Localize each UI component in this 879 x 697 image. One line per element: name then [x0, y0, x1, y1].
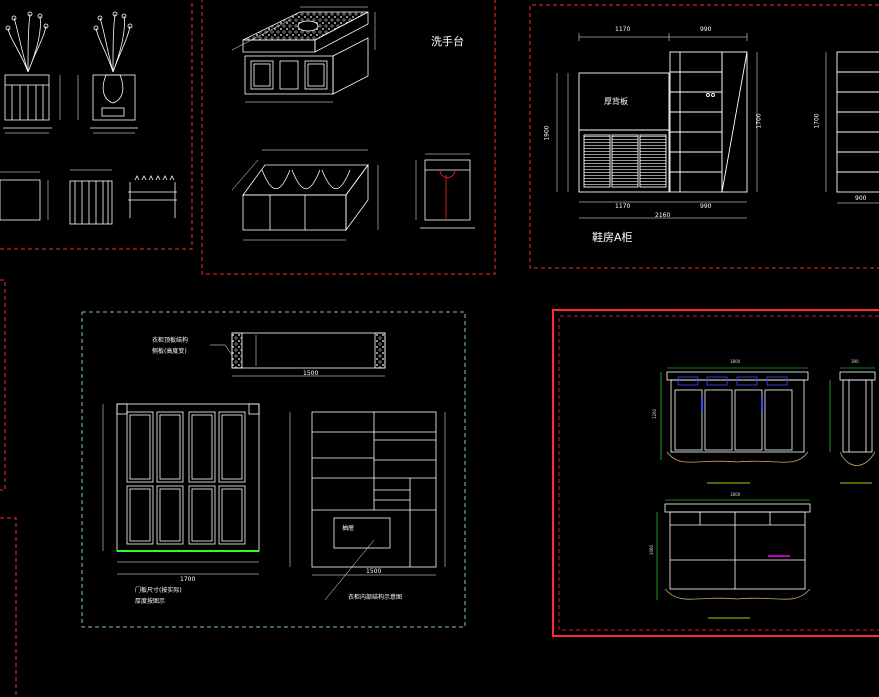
wardrobe-top-plate	[210, 332, 386, 377]
wardrobe-inner-caption: 衣柜内部结构示意图	[348, 594, 403, 601]
drawer-label: 抽屉	[342, 525, 355, 532]
dim-wardrobe-total: 1700	[180, 576, 196, 583]
dim-shoe-top-left: 1170	[615, 26, 631, 33]
wardrobe-interior	[289, 411, 446, 601]
planter-dims	[5, 75, 135, 134]
dim-shoe-right-h: 1700	[755, 113, 763, 129]
dim-shoe-bottom-left: 1170	[615, 203, 631, 210]
frame-sink	[201, 0, 496, 275]
frame-left-edge-bottom	[0, 517, 17, 697]
shoe-cabinet-title: 鞋房A柜	[592, 231, 633, 244]
dim-right-side-w: 390	[851, 359, 859, 364]
shoe-cabinet-elevation	[578, 51, 748, 193]
sink-title: 洗手台	[431, 35, 464, 48]
shoe-cabinet-dims	[556, 33, 758, 219]
wardrobe-note-1: 衣柜顶板结构	[152, 337, 189, 344]
dim-shoe-total: 2160	[655, 212, 671, 219]
dim-right-h: 1200	[652, 408, 658, 420]
sideboard-front	[660, 367, 809, 484]
frame-wardrobe	[81, 311, 466, 628]
dim-right-bottom-w: 1800	[730, 492, 741, 497]
sink-vanity-frame	[231, 149, 379, 241]
frame-flower-pots	[0, 0, 193, 250]
frame-tv-cabinet	[552, 309, 879, 637]
flower-planter-front	[3, 11, 52, 129]
wardrobe-caption-2: 厚度按图示	[135, 598, 166, 605]
flower-planter-side	[90, 11, 138, 129]
wardrobe-caption-1: 门板尺寸(按实际)	[135, 587, 182, 594]
dim-right-top-w: 1800	[730, 359, 741, 364]
dim-wardrobe-inner: 1500	[366, 568, 382, 575]
cabinet-front-note: 厚背板	[604, 97, 628, 106]
sink-vanity-isometric	[231, 6, 376, 103]
planter-plan-views	[0, 169, 177, 225]
dim-shoe-height: 1900	[543, 125, 551, 141]
frame-shoe-cabinet	[529, 4, 879, 269]
wardrobe-front-elevation	[102, 403, 260, 575]
dim-side-width: 900	[855, 195, 867, 202]
sideboard-side	[829, 367, 876, 484]
dim-side-height: 1700	[813, 113, 821, 129]
dim-shoe-bottom-right: 990	[700, 203, 712, 210]
dim-right-bottom-h: 1060	[649, 544, 655, 556]
sideboard-open-front	[656, 499, 811, 619]
dim-wardrobe-width: 1500	[303, 370, 319, 377]
shoe-cabinet-side	[825, 51, 879, 204]
sink-side-section	[415, 153, 475, 229]
frame-left-edge	[0, 279, 6, 491]
dim-shoe-top-right: 990	[700, 26, 712, 33]
wardrobe-note-2: 侧板(高度变)	[152, 348, 187, 355]
